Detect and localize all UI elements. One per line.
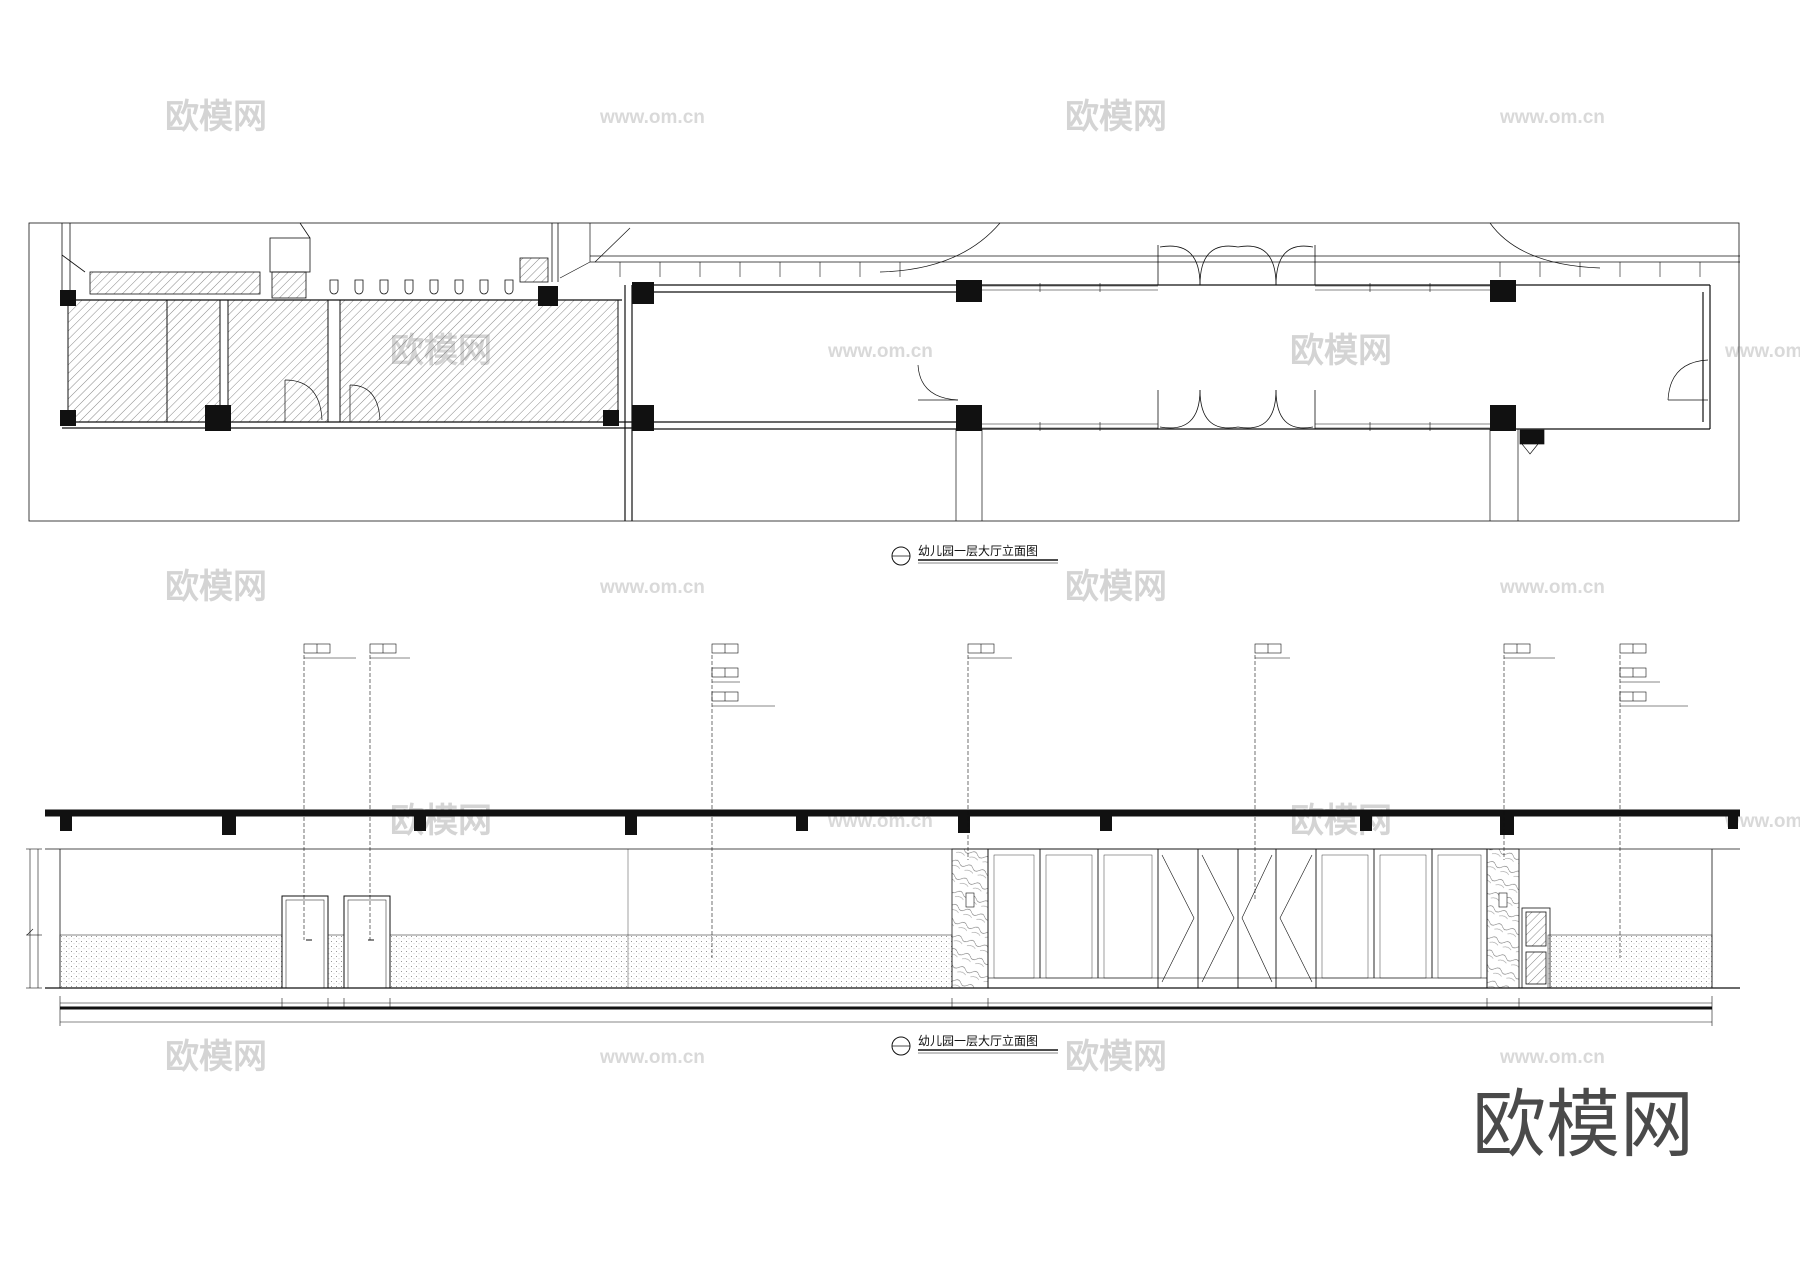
watermark-cn: 欧模网 (390, 801, 492, 841)
plan-entrance-doors (1157, 245, 1316, 429)
wainscot-band (389, 934, 953, 989)
watermark-url: www.om.cn (599, 577, 705, 598)
watermark-url: www.om.cn (1499, 577, 1605, 598)
watermark-url: www.om.cn (827, 341, 933, 362)
watermark-cn: 欧模网 (1065, 567, 1167, 607)
wainscot-band (1547, 934, 1713, 989)
watermark-url: www.om.cn (1499, 1047, 1605, 1068)
plan-stalls (61, 222, 559, 300)
plan-caption: 幼儿园一层大厅立面图 (918, 543, 1038, 558)
watermark-cn: 欧模网 (1290, 801, 1392, 841)
elevation-view: 幼儿园一层大厅立面图 (26, 643, 1740, 1056)
vertical-dimension (26, 848, 42, 989)
wainscot-band (327, 934, 345, 989)
wainscot-band (59, 934, 283, 989)
plan-exterior-edge (559, 222, 1740, 279)
elevation-caption: 幼儿园一层大厅立面图 (918, 1033, 1038, 1048)
marble-pier (1486, 848, 1520, 989)
plan-hatched-wall-mid (227, 299, 329, 423)
watermark-url: www.om.cn (1724, 811, 1800, 832)
annotation-tags (303, 643, 1647, 702)
watermark-url: www.om.cn (1499, 107, 1605, 128)
plan-hatched-wall-left (67, 299, 221, 423)
watermark-cn: 欧模网 (1065, 97, 1167, 137)
dimension-chain (59, 996, 1713, 1026)
watermark-cn: 欧模网 (165, 97, 267, 137)
marble-pier (951, 848, 989, 989)
elevation-doors (281, 895, 391, 989)
brand-logo: 欧模网 (1472, 1082, 1694, 1168)
elevation-cabinet (1521, 907, 1551, 989)
plan-fixture (1519, 429, 1545, 455)
plan-walls (62, 284, 1711, 521)
plan-glazing (980, 283, 1490, 431)
watermark-cn: 欧模网 (165, 1037, 267, 1077)
annotation-leaders (303, 655, 1621, 958)
plan-columns (60, 280, 1516, 431)
plan-frame (28, 222, 1740, 522)
watermark-cn: 欧模网 (1065, 1037, 1167, 1077)
watermark-cn: 欧模网 (165, 567, 267, 607)
watermark-url: www.om.cn (599, 107, 705, 128)
ceiling-beams (60, 813, 1738, 835)
annotation-tag-lines (304, 657, 1688, 707)
glass-curtain-wall (987, 848, 1488, 989)
plan-view: 幼儿园一层大厅立面图 (28, 222, 1740, 566)
watermark-url: www.om.cn (1724, 341, 1800, 362)
plan-exterior-ticks (619, 262, 1701, 277)
watermark-url: www.om.cn (599, 1047, 705, 1068)
plan-doors (284, 359, 1709, 521)
plan-hatched-wall-right (339, 299, 619, 423)
watermark-cn: 欧模网 (1290, 331, 1392, 371)
